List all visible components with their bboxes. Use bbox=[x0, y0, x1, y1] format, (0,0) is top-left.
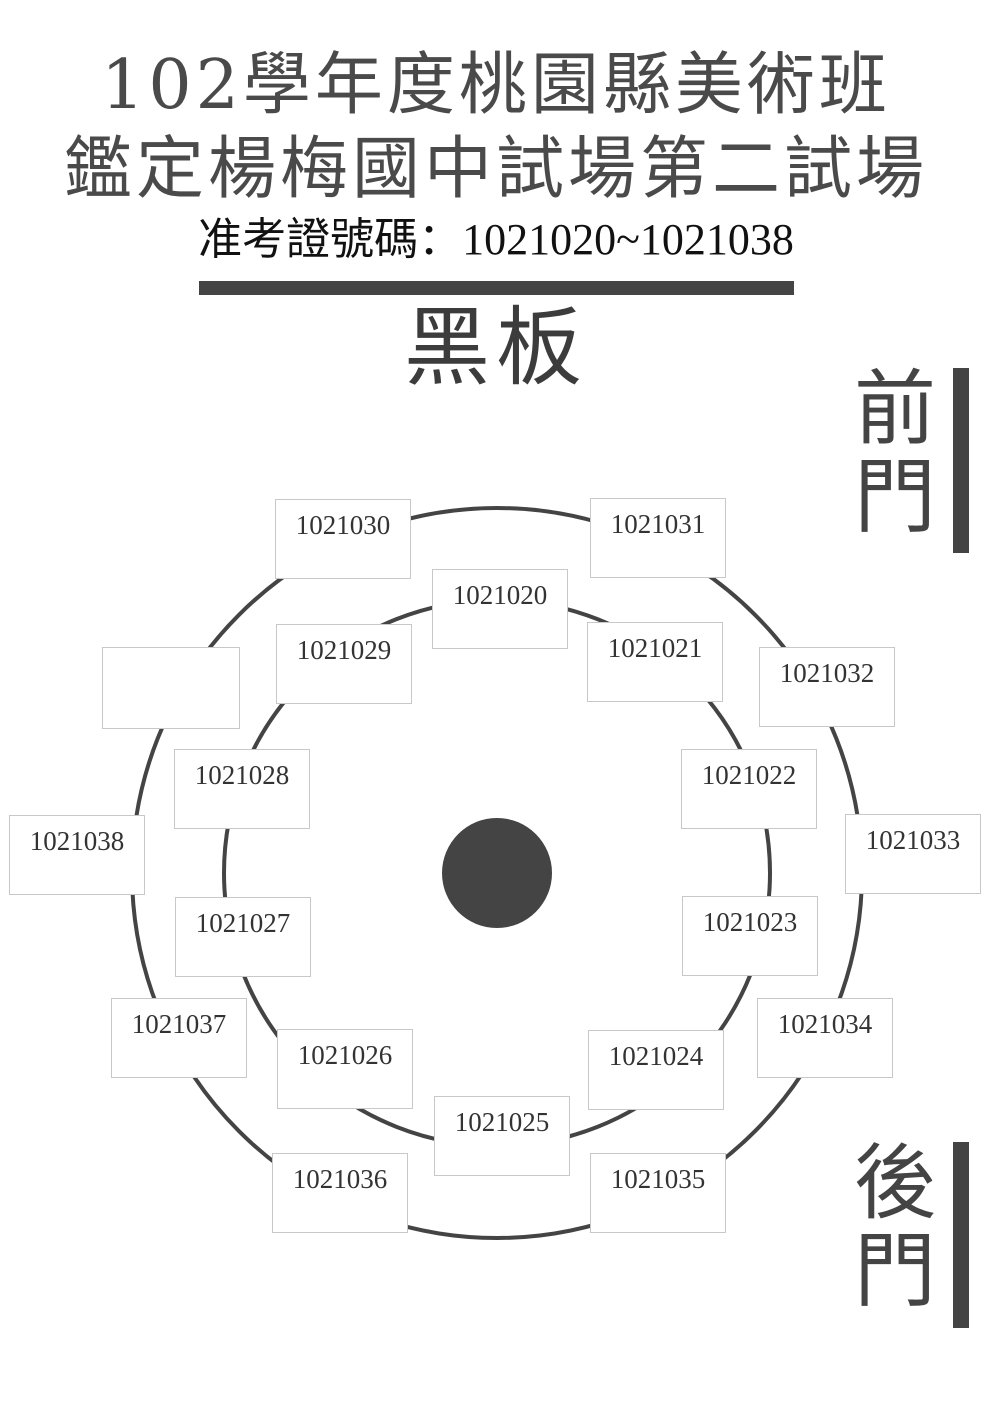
seat-1021023[interactable]: 1021023 bbox=[682, 896, 818, 976]
seat-number: 1021037 bbox=[131, 1009, 227, 1039]
blackboard-label: 黑板 bbox=[404, 298, 588, 398]
seat-1021038[interactable]: 1021038 bbox=[9, 815, 145, 895]
seat-number: 1021028 bbox=[194, 760, 290, 790]
seat-1021025[interactable]: 1021025 bbox=[434, 1096, 570, 1176]
seat-number: 1021022 bbox=[701, 760, 797, 790]
front-door-label: 前門 bbox=[853, 362, 936, 545]
seat-1021026[interactable]: 1021026 bbox=[277, 1029, 413, 1109]
seat-number: 1021032 bbox=[779, 658, 875, 688]
range-label: 准考證號碼： bbox=[198, 215, 463, 264]
seat-number: 1021034 bbox=[777, 1009, 873, 1039]
candidate-range: 准考證號碼：1021020~1021038 bbox=[0, 218, 992, 262]
seat-1021022[interactable]: 1021022 bbox=[681, 749, 817, 829]
seat-1021032[interactable]: 1021032 bbox=[759, 647, 895, 727]
seat-1021037[interactable]: 1021037 bbox=[111, 998, 247, 1078]
seat-number: 1021020 bbox=[452, 580, 548, 610]
seat-1021036[interactable]: 1021036 bbox=[272, 1153, 408, 1233]
title-line-2: 鑑定楊梅國中試場第二試場 bbox=[63, 130, 928, 209]
seat-number: 1021021 bbox=[607, 633, 703, 663]
seat-1021021[interactable]: 1021021 bbox=[587, 622, 723, 702]
back-door-marker bbox=[953, 1142, 969, 1328]
seat-empty[interactable] bbox=[102, 647, 240, 729]
seat-number: 1021030 bbox=[295, 510, 391, 540]
seat-number: 1021027 bbox=[195, 908, 291, 938]
seat-number: 1021025 bbox=[454, 1107, 550, 1137]
back-door-label: 後門 bbox=[853, 1136, 936, 1319]
seat-number: 1021024 bbox=[608, 1041, 704, 1071]
seat-number: 1021031 bbox=[610, 509, 706, 539]
front-door-marker bbox=[953, 368, 969, 553]
seat-1021033[interactable]: 1021033 bbox=[845, 814, 981, 894]
center-dot bbox=[442, 818, 552, 928]
seat-1021027[interactable]: 1021027 bbox=[175, 897, 311, 977]
seat-1021020[interactable]: 1021020 bbox=[432, 569, 568, 649]
seat-number: 1021036 bbox=[292, 1164, 388, 1194]
seat-number: 1021023 bbox=[702, 907, 798, 937]
blackboard-rule bbox=[199, 281, 794, 295]
seat-number: 1021038 bbox=[29, 826, 125, 856]
seat-1021029[interactable]: 1021029 bbox=[276, 624, 412, 704]
seat-number: 1021033 bbox=[865, 825, 961, 855]
seat-number: 1021029 bbox=[296, 635, 392, 665]
seat-1021028[interactable]: 1021028 bbox=[174, 749, 310, 829]
seat-1021030[interactable]: 1021030 bbox=[275, 499, 411, 579]
title-line-1: 102學年度桃園縣美術班 bbox=[101, 46, 891, 125]
seat-1021031[interactable]: 1021031 bbox=[590, 498, 726, 578]
range-value: 1021020~1021038 bbox=[462, 215, 794, 264]
seat-1021034[interactable]: 1021034 bbox=[757, 998, 893, 1078]
seat-number: 1021035 bbox=[610, 1164, 706, 1194]
seat-1021024[interactable]: 1021024 bbox=[588, 1030, 724, 1110]
seat-1021035[interactable]: 1021035 bbox=[590, 1153, 726, 1233]
seat-number: 1021026 bbox=[297, 1040, 393, 1070]
